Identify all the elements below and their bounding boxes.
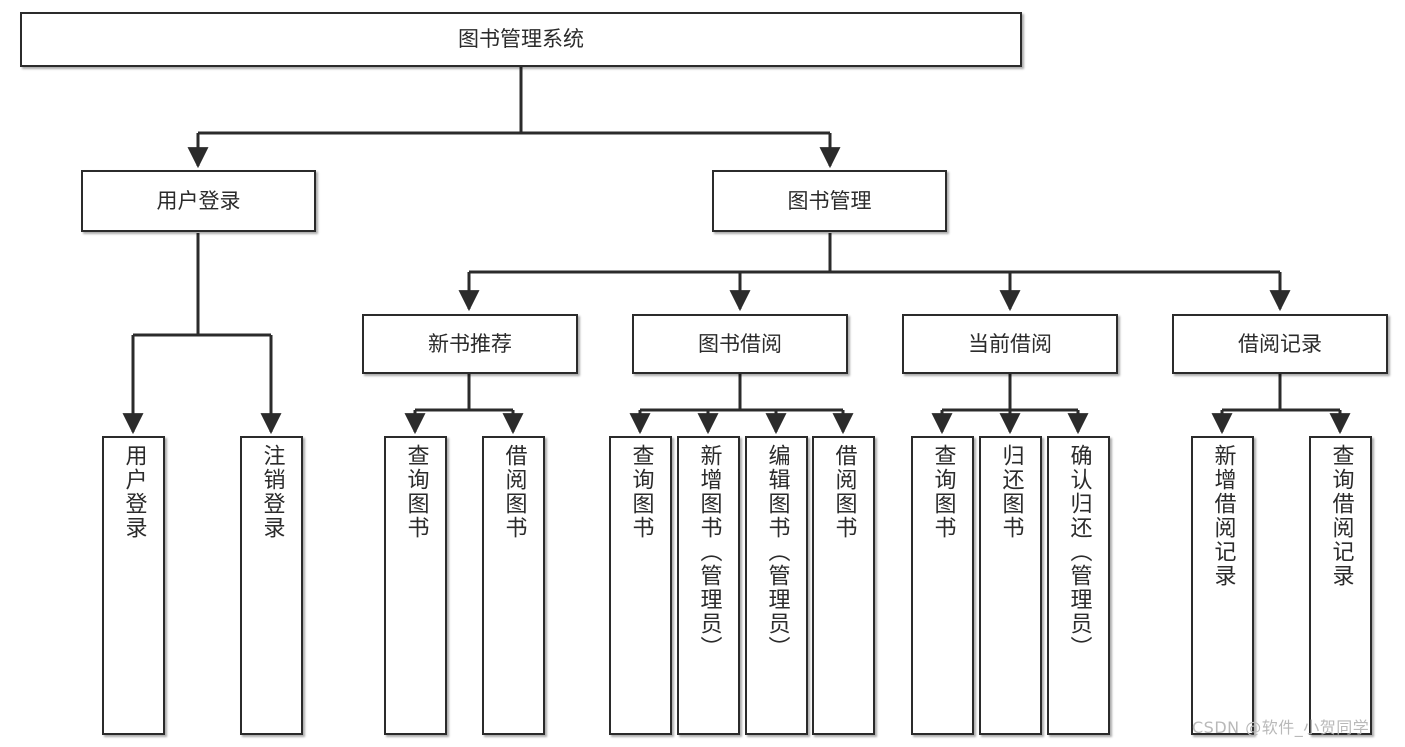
node-leaf-user-login-signout[interactable]: 注销登录: [240, 436, 303, 735]
node-current-borrowing[interactable]: 当前借阅: [902, 314, 1118, 374]
node-leaf-new-book-borrow[interactable]: 借阅图书: [482, 436, 545, 735]
node-new-book-recommendation[interactable]: 新书推荐: [362, 314, 578, 374]
node-book-borrowing[interactable]: 图书借阅: [632, 314, 848, 374]
node-label: 确认归还（管理员）: [1066, 444, 1092, 660]
node-label: 查询图书: [930, 444, 956, 540]
node-root-book-management-system[interactable]: 图书管理系统: [20, 12, 1022, 67]
node-leaf-book-borrow-edit[interactable]: 编辑图书（管理员）: [745, 436, 808, 735]
node-leaf-current-borrow-return[interactable]: 归还图书: [979, 436, 1042, 735]
node-label: 图书管理系统: [458, 27, 584, 52]
node-label: 借阅图书: [501, 444, 527, 540]
node-leaf-book-borrow-query[interactable]: 查询图书: [609, 436, 672, 735]
node-label: 注销登录: [259, 444, 285, 540]
node-leaf-current-borrow-query[interactable]: 查询图书: [911, 436, 974, 735]
node-label: 当前借阅: [968, 331, 1052, 356]
node-leaf-borrow-record-query[interactable]: 查询借阅记录: [1309, 436, 1372, 735]
node-borrowing-record[interactable]: 借阅记录: [1172, 314, 1388, 374]
node-label: 编辑图书（管理员）: [764, 444, 790, 660]
node-leaf-new-book-query[interactable]: 查询图书: [384, 436, 447, 735]
node-leaf-current-borrow-confirm-return[interactable]: 确认归还（管理员）: [1047, 436, 1110, 735]
node-leaf-book-borrow-add[interactable]: 新增图书（管理员）: [677, 436, 740, 735]
node-label: 查询借阅记录: [1328, 444, 1354, 588]
node-leaf-user-login-signin[interactable]: 用户登录: [102, 436, 165, 735]
node-label: 查询图书: [628, 444, 654, 540]
node-label: 新书推荐: [428, 331, 512, 356]
node-label: 用户登录: [121, 444, 147, 540]
node-label: 图书借阅: [698, 331, 782, 356]
node-label: 借阅记录: [1238, 331, 1322, 356]
watermark: CSDN @软件_小贺同学: [1192, 718, 1370, 737]
node-leaf-book-borrow-borrow[interactable]: 借阅图书: [812, 436, 875, 735]
node-label: 图书管理: [787, 188, 872, 213]
node-label: 用户登录: [156, 188, 241, 213]
node-label: 新增图书（管理员）: [696, 444, 722, 660]
node-label: 借阅图书: [831, 444, 857, 540]
node-user-login[interactable]: 用户登录: [81, 170, 316, 232]
node-leaf-borrow-record-add[interactable]: 新增借阅记录: [1191, 436, 1254, 735]
node-label: 新增借阅记录: [1210, 444, 1236, 588]
node-label: 归还图书: [998, 444, 1024, 540]
node-label: 查询图书: [403, 444, 429, 540]
node-book-management[interactable]: 图书管理: [712, 170, 947, 232]
